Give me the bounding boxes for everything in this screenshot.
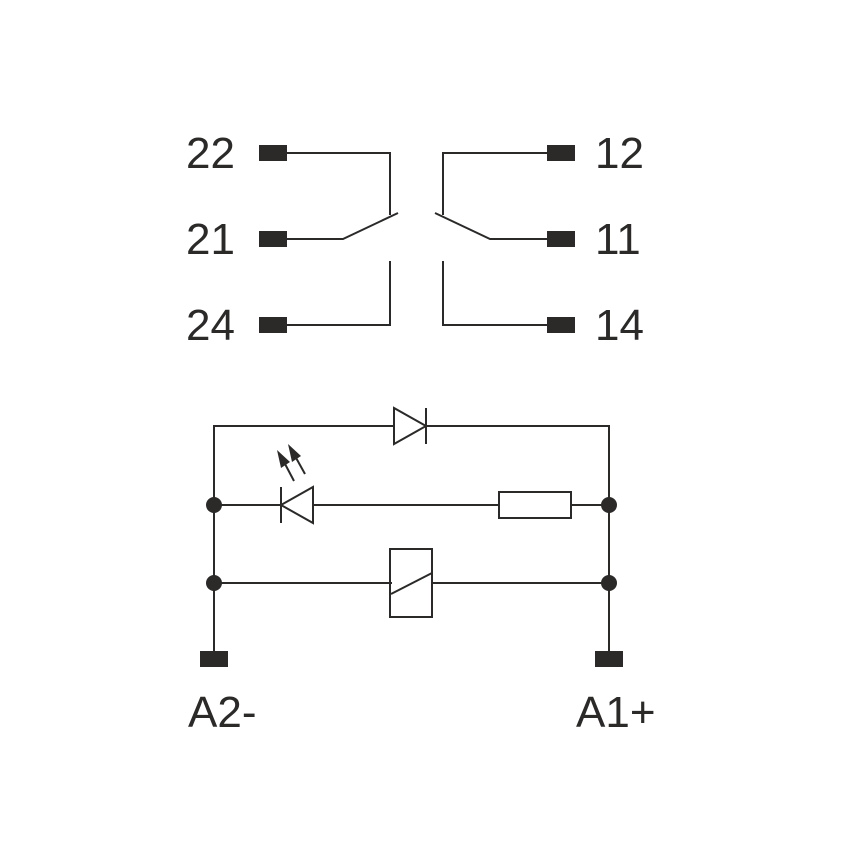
wire-14: [442, 261, 547, 326]
terminal-a1: [595, 651, 623, 667]
label-14: 14: [595, 301, 644, 350]
junction-dot: [601, 497, 617, 513]
junction-dot: [601, 575, 617, 591]
terminal-a2: [200, 651, 228, 667]
coil-circuit: A2- A1+: [188, 406, 656, 737]
label-12: 12: [595, 129, 644, 178]
label-a1: A1+: [576, 688, 656, 737]
label-22: 22: [186, 129, 235, 178]
terminal-21: [259, 231, 287, 247]
label-a2: A2-: [188, 688, 256, 737]
wire-right-rail: [426, 425, 610, 652]
wire-24: [287, 261, 391, 326]
junction-dot: [206, 497, 222, 513]
contact-group-left: 22 21 24: [186, 129, 399, 350]
wire-22: [287, 152, 391, 215]
switch-11: [434, 212, 547, 240]
diode-icon: [393, 406, 429, 446]
contact-group-right: 12 11 14: [434, 129, 644, 350]
label-11: 11: [595, 215, 641, 264]
led-icon: [277, 444, 314, 525]
terminal-24: [259, 317, 287, 333]
terminal-14: [547, 317, 575, 333]
label-21: 21: [186, 215, 235, 264]
junction-dot: [206, 575, 222, 591]
terminal-12: [547, 145, 575, 161]
label-24: 24: [186, 301, 235, 350]
terminal-22: [259, 145, 287, 161]
switch-21: [287, 212, 399, 240]
relay-coil-icon: [389, 548, 433, 618]
wire-12: [442, 152, 547, 215]
terminal-11: [547, 231, 575, 247]
resistor-icon: [498, 491, 572, 519]
wire-left-rail: [213, 425, 394, 652]
